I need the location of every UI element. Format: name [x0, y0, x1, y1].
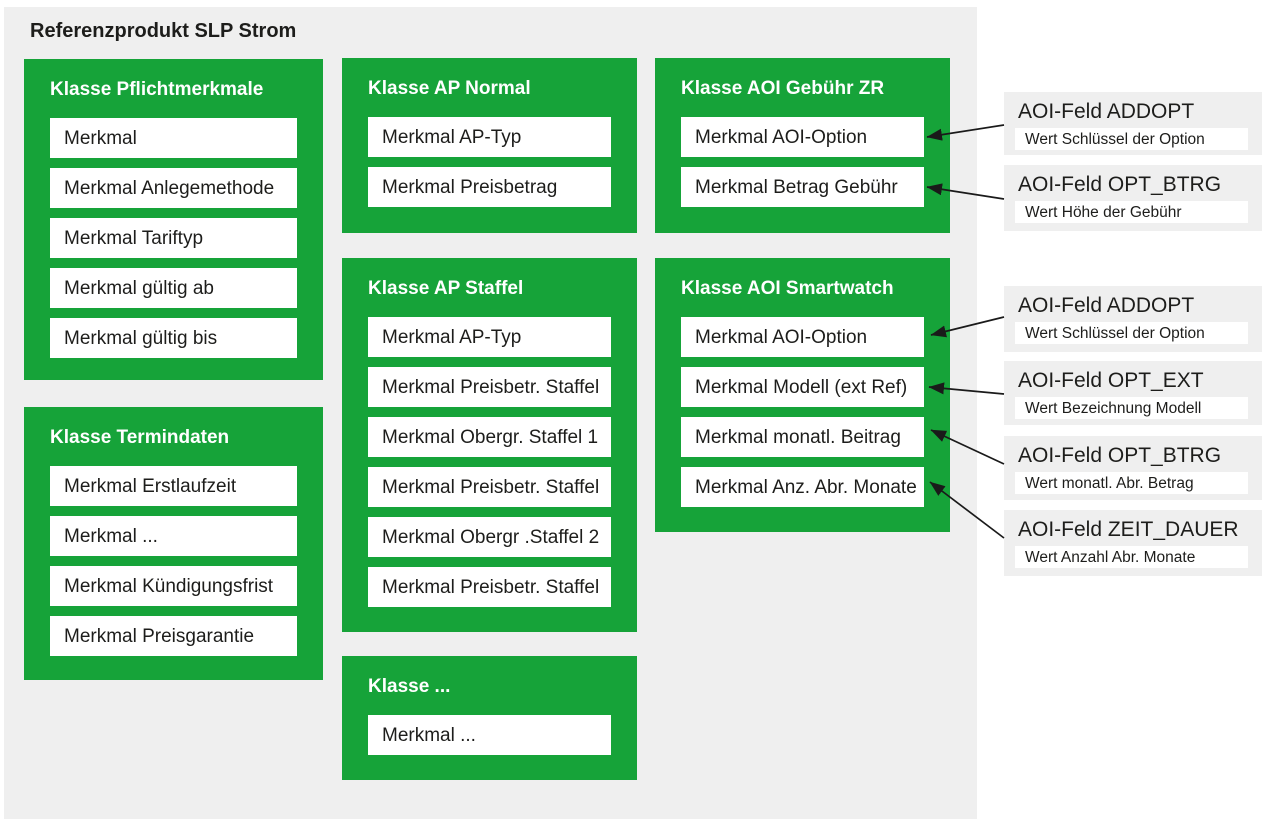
- merkmal-row: Merkmal gültig bis: [50, 318, 297, 358]
- merkmal-row: Merkmal Betrag Gebühr: [681, 167, 924, 207]
- aoi-note-opt-btrg-2: AOI-Feld OPT_BTRG Wert monatl. Abr. Betr…: [1004, 436, 1262, 500]
- class-box-pflichtmerkmale: Klasse Pflichtmerkmale Merkmal Merkmal A…: [24, 59, 323, 380]
- merkmal-row: Merkmal Anlegemethode: [50, 168, 297, 208]
- note-value: Wert Schlüssel der Option: [1015, 322, 1248, 344]
- aoi-note-opt-ext: AOI-Feld OPT_EXT Wert Bezeichnung Modell: [1004, 361, 1262, 425]
- merkmal-row: Merkmal Tariftyp: [50, 218, 297, 258]
- merkmal-row: Merkmal AOI-Option: [681, 317, 924, 357]
- aoi-note-opt-btrg-1: AOI-Feld OPT_BTRG Wert Höhe der Gebühr: [1004, 165, 1262, 231]
- class-box-ap-normal: Klasse AP Normal Merkmal AP-Typ Merkmal …: [342, 58, 637, 233]
- note-title: AOI-Feld OPT_EXT: [1018, 369, 1204, 392]
- merkmal-row: Merkmal Preisgarantie: [50, 616, 297, 656]
- merkmal-row: Merkmal AOI-Option: [681, 117, 924, 157]
- note-value: Wert monatl. Abr. Betrag: [1015, 472, 1248, 494]
- merkmal-row: Merkmal Preisbetr. Staffel: [368, 367, 611, 407]
- class-title: Klasse Termindaten: [50, 427, 230, 448]
- referenzprodukt-panel: Referenzprodukt SLP Strom Klasse Pflicht…: [4, 7, 977, 819]
- note-value: Wert Schlüssel der Option: [1015, 128, 1248, 150]
- aoi-note-zeit-dauer: AOI-Feld ZEIT_DAUER Wert Anzahl Abr. Mon…: [1004, 510, 1262, 576]
- note-value: Wert Anzahl Abr. Monate: [1015, 546, 1248, 568]
- merkmal-row: Merkmal Obergr. Staffel 1: [368, 417, 611, 457]
- class-box-ap-staffel: Klasse AP Staffel Merkmal AP-Typ Merkmal…: [342, 258, 637, 632]
- merkmal-row: Merkmal Erstlaufzeit: [50, 466, 297, 506]
- merkmal-row: Merkmal Preisbetr. Staffel: [368, 567, 611, 607]
- merkmal-row: Merkmal: [50, 118, 297, 158]
- merkmal-row: Merkmal Obergr .Staffel 2: [368, 517, 611, 557]
- merkmal-row: Merkmal Kündigungsfrist: [50, 566, 297, 606]
- class-title: Klasse Pflichtmerkmale: [50, 79, 264, 100]
- merkmal-row: Merkmal Anz. Abr. Monate: [681, 467, 924, 507]
- class-title: Klasse AOI Gebühr ZR: [681, 78, 885, 99]
- class-box-etc: Klasse ... Merkmal ...: [342, 656, 637, 780]
- class-box-aoi-gebuehr-zr: Klasse AOI Gebühr ZR Merkmal AOI-Option …: [655, 58, 950, 233]
- class-title: Klasse AOI Smartwatch: [681, 278, 894, 299]
- class-title: Klasse ...: [368, 676, 451, 697]
- merkmal-row: Merkmal AP-Typ: [368, 117, 611, 157]
- class-box-termindaten: Klasse Termindaten Merkmal Erstlaufzeit …: [24, 407, 323, 680]
- panel-title: Referenzprodukt SLP Strom: [30, 20, 297, 42]
- merkmal-row: Merkmal Preisbetr. Staffel: [368, 467, 611, 507]
- note-value: Wert Bezeichnung Modell: [1015, 397, 1248, 419]
- note-title: AOI-Feld OPT_BTRG: [1018, 173, 1222, 196]
- merkmal-row: Merkmal monatl. Beitrag: [681, 417, 924, 457]
- merkmal-row: Merkmal ...: [368, 715, 611, 755]
- aoi-note-addopt-1: AOI-Feld ADDOPT Wert Schlüssel der Optio…: [1004, 92, 1262, 155]
- note-title: AOI-Feld ZEIT_DAUER: [1018, 518, 1239, 541]
- merkmal-row: Merkmal gültig ab: [50, 268, 297, 308]
- note-title: AOI-Feld OPT_BTRG: [1018, 444, 1222, 467]
- merkmal-row: Merkmal Modell (ext Ref): [681, 367, 924, 407]
- note-value: Wert Höhe der Gebühr: [1015, 201, 1248, 223]
- note-title: AOI-Feld ADDOPT: [1018, 100, 1195, 123]
- note-title: AOI-Feld ADDOPT: [1018, 294, 1195, 317]
- class-title: Klasse AP Normal: [368, 78, 531, 99]
- merkmal-row: Merkmal ...: [50, 516, 297, 556]
- merkmal-row: Merkmal AP-Typ: [368, 317, 611, 357]
- class-box-aoi-smartwatch: Klasse AOI Smartwatch Merkmal AOI-Option…: [655, 258, 950, 532]
- aoi-note-addopt-2: AOI-Feld ADDOPT Wert Schlüssel der Optio…: [1004, 286, 1262, 352]
- merkmal-row: Merkmal Preisbetrag: [368, 167, 611, 207]
- class-title: Klasse AP Staffel: [368, 278, 524, 299]
